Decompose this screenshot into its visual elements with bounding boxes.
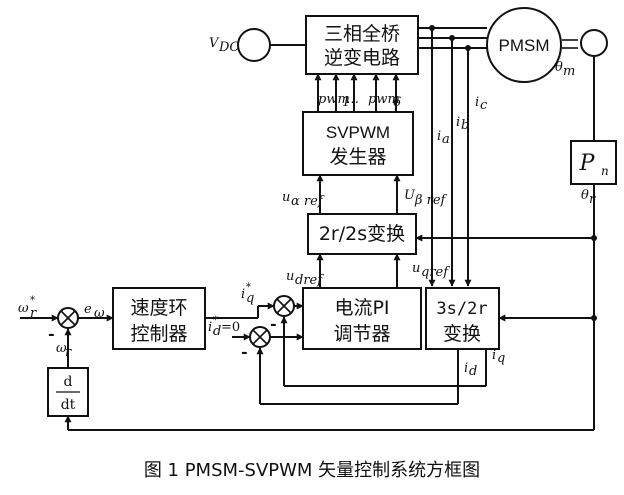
id-fb-subscript: d [469,364,477,379]
transform-2r2s-block: 2r/2s变换 [307,213,417,255]
id-summing-junction [249,326,271,348]
speed-summing-junction [57,307,79,329]
omega-fb-subscript: r [65,345,72,360]
derivative-block: d dt [47,367,89,417]
transform-3s2r-block: 3s/2r 变换 [425,287,500,350]
pwm-ellipsis: … [346,92,359,107]
derivative-numerator: d [64,374,73,390]
speed-controller-block: 速度环 控制器 [112,287,206,350]
e-omega-subscript: ω [94,306,105,321]
id-ref-value: =0 [221,320,240,335]
iq-minus-sign: - [270,314,277,333]
inverter-label-line2: 逆变电路 [324,47,400,69]
id-ref-label: i [208,320,212,335]
speed-controller-label-line1: 速度环 [130,297,187,319]
svpwm-block: SVPWM 发生器 [302,111,414,176]
ic-label: i [475,95,479,110]
ic-subscript: c [480,98,488,113]
speed-minus-sign: - [48,324,55,343]
pmsm-motor: PMSM [486,7,562,83]
id-ref-superscript: * [213,315,218,326]
figure-caption: 图 1 PMSM-SVPWM 矢量控制系统方框图 [144,460,480,481]
pwm6-subscript: 6 [393,95,401,110]
vdc-label: V [209,36,220,51]
svpwm-label-line1: SVPWM [326,123,390,142]
omega-ref-superscript: * [30,295,35,306]
ia-label: i [437,129,441,144]
iq-ref-label: i [241,287,245,302]
theta-m-label: θ [555,60,563,75]
current-pi-block: 电流PI 调节器 [302,287,422,350]
iq-fb-subscript: q [497,351,505,366]
transform-2r2s-label: 2r/2s变换 [319,223,405,245]
omega-ref-subscript: r [30,306,37,321]
u-alpha-label: u [282,190,290,205]
u-beta-subscript: β ref [414,193,448,208]
id-fb-label: i [464,361,468,376]
u-alpha-subscript: α ref [291,194,325,209]
ib-subscript: b [461,118,469,133]
transform-3s2r-label-line1: 3s/2r [436,299,487,319]
e-omega-label: e [84,302,92,317]
svpwm-label-line2: 发生器 [329,146,386,168]
iq-fb-label: i [492,348,496,363]
pole-pairs-block: P n [570,140,617,185]
signal-labels: V DC pwm 1 … pwm 6 θ m θ r i a i b i c u… [18,36,596,379]
id-ref-subscript: d [213,324,221,339]
current-pi-label-line2: 调节器 [333,323,390,345]
inverter-block: 三相全桥 逆变电路 [305,15,419,75]
dc-source-symbol [237,28,271,62]
pole-pairs-subscript: n [601,164,609,178]
uq-ref-subscript: qref [421,265,450,280]
pole-pairs-symbol: P [579,151,596,176]
derivative-denominator: dt [61,397,76,413]
vdc-subscript: DC [218,40,239,55]
uq-ref-label: u [412,261,420,276]
signal-wires [20,25,597,431]
inverter-label-line1: 三相全桥 [324,23,400,45]
ib-label: i [456,115,460,130]
current-pi-label-line1: 电流PI [334,297,389,319]
iq-ref-superscript: * [246,282,251,293]
pwm6-label: pwm [368,92,400,107]
encoder-symbol [580,29,608,57]
pwm1-subscript: 1 [342,95,350,110]
speed-controller-label-line2: 控制器 [130,323,187,345]
transform-3s2r-label-line2: 变换 [443,323,481,345]
theta-r-subscript: r [589,192,596,207]
omega-ref-label: ω [18,301,29,316]
id-minus-sign: - [241,342,248,361]
theta-r-label: θ [581,188,589,203]
theta-m-subscript: m [563,64,575,79]
iq-ref-subscript: q [246,291,254,306]
omega-fb-label: ω [56,341,67,356]
pwm1-label: pwm [318,92,350,107]
ud-ref-label: u [286,269,294,284]
iq-summing-junction [273,295,295,317]
u-beta-label: U [404,188,416,203]
pmsm-label: PMSM [499,36,550,55]
ia-subscript: a [442,132,450,147]
ud-ref-subscript: dref [295,273,324,288]
